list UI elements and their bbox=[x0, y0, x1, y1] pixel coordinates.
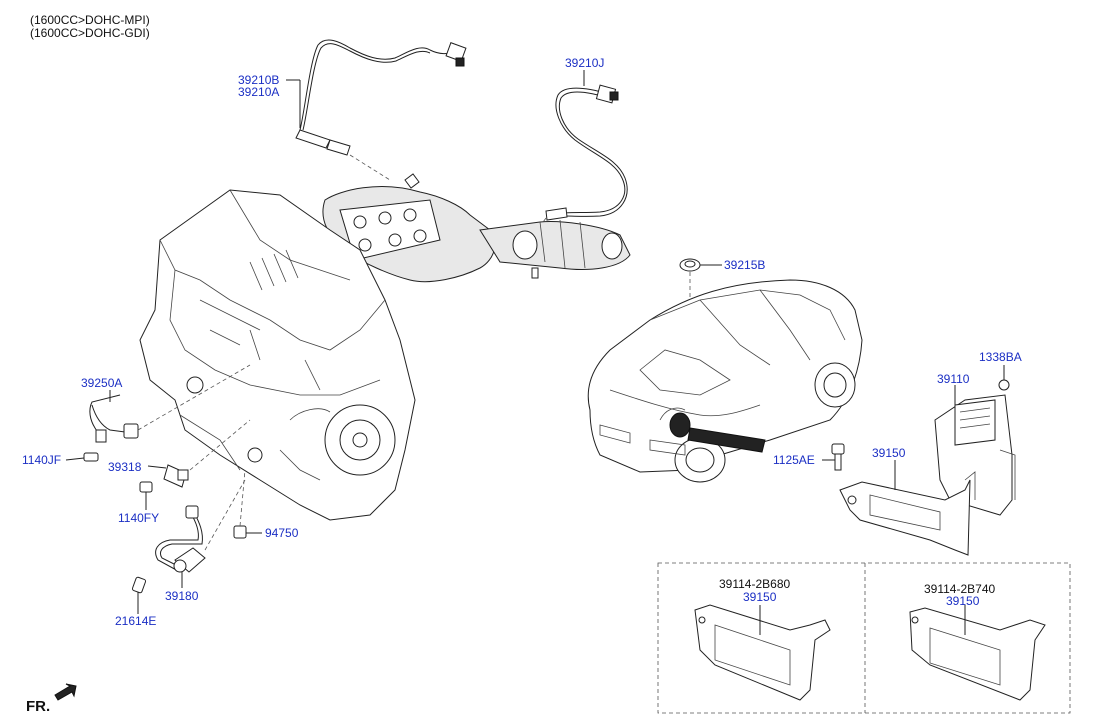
crank-position-sensor bbox=[155, 479, 246, 588]
part-label-39318[interactable]: 39318 bbox=[108, 460, 142, 474]
part-label-39210j[interactable]: 39210J bbox=[565, 56, 605, 70]
front-direction-label: FR. bbox=[26, 698, 51, 715]
ecu-module bbox=[934, 365, 1016, 516]
oxygen-sensor-upper bbox=[295, 39, 467, 181]
bolt-1140jf bbox=[65, 452, 99, 462]
part-label-1140fy[interactable]: 1140FY bbox=[118, 511, 160, 525]
part-label-1125ae[interactable]: 1125AE bbox=[773, 453, 815, 467]
part-label-1338ba[interactable]: 1338BA bbox=[979, 350, 1022, 364]
part-label-39180[interactable]: 39180 bbox=[165, 589, 199, 603]
variant-box bbox=[657, 562, 1071, 714]
part-label-39150[interactable]: 39150 bbox=[872, 446, 906, 460]
engine-variant-line1: (1600CC>DOHC-MPI) bbox=[30, 13, 150, 27]
bolt-94750 bbox=[233, 469, 262, 539]
ecu-bracket bbox=[839, 460, 976, 556]
front-arrow-icon bbox=[54, 683, 77, 701]
bolt-21614e bbox=[131, 576, 147, 614]
exhaust-manifold bbox=[322, 173, 631, 283]
variant-part-number-left: 39114-2B680 bbox=[719, 577, 791, 591]
part-label-21614e[interactable]: 21614E bbox=[115, 614, 157, 628]
engine-variant-line2: (1600CC>DOHC-GDI) bbox=[30, 26, 150, 40]
engine-block bbox=[139, 189, 416, 521]
oxygen-sensor-lower bbox=[529, 70, 628, 241]
part-label-39110[interactable]: 39110 bbox=[937, 372, 970, 386]
variant-label-right[interactable]: 39150 bbox=[946, 594, 980, 608]
variant-bracket-left bbox=[694, 604, 831, 701]
part-label-39210b[interactable]: 39210B bbox=[238, 73, 280, 87]
knock-sensor-harness bbox=[89, 364, 251, 443]
part-label-94750[interactable]: 94750 bbox=[265, 526, 299, 540]
cam-position-sensor bbox=[147, 419, 251, 488]
part-label-39215b[interactable]: 39215B bbox=[724, 258, 766, 272]
variant-part-number-right: 39114-2B740 bbox=[924, 582, 996, 596]
bolt-1125ae bbox=[822, 443, 845, 471]
variant-label-left[interactable]: 39150 bbox=[743, 590, 777, 604]
vehicle bbox=[587, 279, 863, 483]
bolt-1140fy bbox=[139, 481, 153, 510]
part-label-1140jf[interactable]: 1140JF bbox=[22, 453, 62, 467]
variant-bracket-right bbox=[909, 605, 1046, 701]
part-label-39210a[interactable]: 39210A bbox=[238, 85, 280, 99]
part-label-39250a[interactable]: 39250A bbox=[81, 376, 123, 390]
